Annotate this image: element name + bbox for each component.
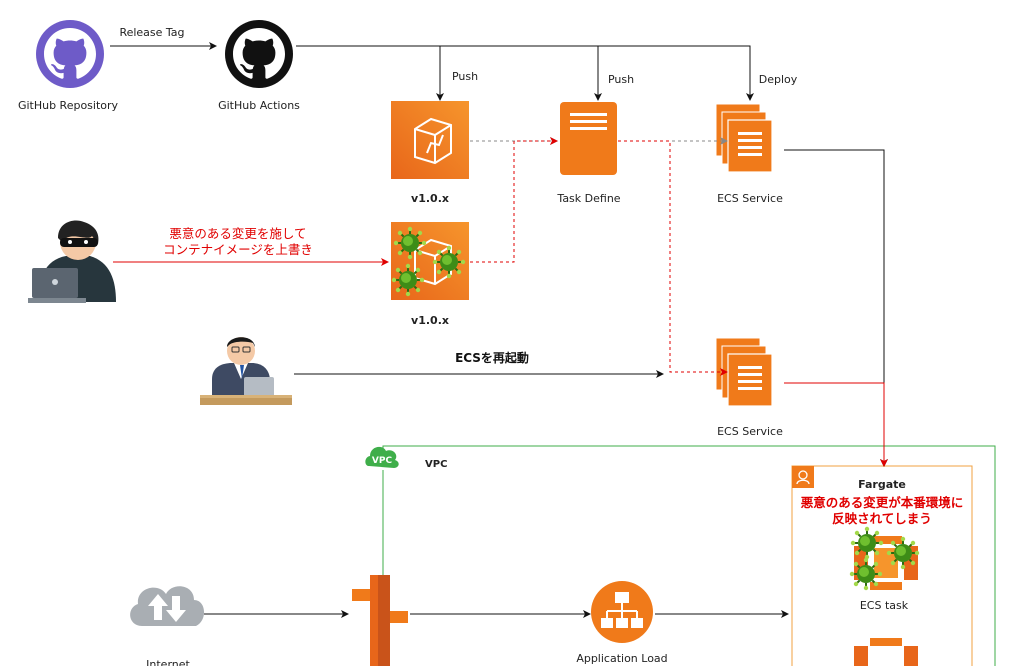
infected-image-version-label: v1.0.x	[411, 314, 449, 327]
github-actions-label: GitHub Actions	[218, 99, 300, 112]
ecs-service-top-label: ECS Service	[717, 192, 783, 205]
virus-icon	[849, 525, 885, 561]
deploy-edge	[296, 45, 754, 101]
result-warning-line2: 反映されてしまう	[832, 511, 932, 526]
vpc-label: VPC	[425, 459, 447, 470]
restart-label: ECSを再起動	[455, 350, 529, 365]
push-label-2: Push	[608, 73, 634, 86]
alb-label: Application Load	[576, 652, 667, 665]
result-warning-line1: 悪意のある変更が本番環境に	[801, 495, 964, 510]
virus-icon	[392, 225, 428, 261]
task-define-label: Task Define	[556, 192, 620, 205]
ecr-image-node[interactable]	[391, 101, 469, 179]
hacker-icon	[28, 220, 116, 303]
virus-icon	[431, 244, 467, 280]
ecs-service-bottom-label: ECS Service	[717, 425, 783, 438]
task-definition-icon	[570, 113, 607, 130]
push-label-1: Push	[452, 70, 478, 83]
vpc-badge-text: VPC	[372, 456, 393, 466]
ecs-service-icon[interactable]	[715, 103, 773, 173]
gateway-icon[interactable]	[352, 575, 408, 666]
github-actions-node[interactable]	[225, 20, 293, 88]
github-repository-node[interactable]	[36, 20, 104, 88]
virus-icon	[885, 535, 921, 571]
virus-icon	[848, 556, 884, 592]
vpc-icon: VPC	[365, 446, 399, 468]
fargate-icon	[792, 466, 814, 488]
deploy-label: Deploy	[759, 73, 798, 86]
task-to-restarted-service-edge	[618, 140, 728, 376]
release-tag-label: Release Tag	[119, 26, 184, 39]
internet-label: Internet	[146, 658, 190, 666]
cloud-icon	[148, 594, 186, 622]
alb-icon	[601, 592, 643, 628]
restarted-service-to-fargate-edge	[784, 382, 888, 467]
ecs-task-icon	[854, 638, 918, 666]
ecs-task-label: ECS task	[860, 599, 909, 612]
image-version-label: v1.0.x	[411, 192, 449, 205]
ecr-image-icon	[414, 117, 452, 165]
virus-icon	[390, 262, 426, 298]
service-to-fargate-edge	[784, 149, 888, 467]
task-define-node[interactable]	[560, 102, 617, 175]
attack-annotation-line2: コンテナイメージを上書き	[163, 242, 313, 257]
github-repository-label: GitHub Repository	[18, 99, 119, 112]
fargate-label: Fargate	[858, 478, 906, 491]
internet-node[interactable]	[130, 586, 205, 626]
attack-annotation-line1: 悪意のある変更を施して	[169, 226, 306, 241]
infected-image-to-task-edge	[470, 137, 558, 263]
alb-node[interactable]	[591, 581, 653, 643]
developer-icon	[200, 337, 292, 405]
